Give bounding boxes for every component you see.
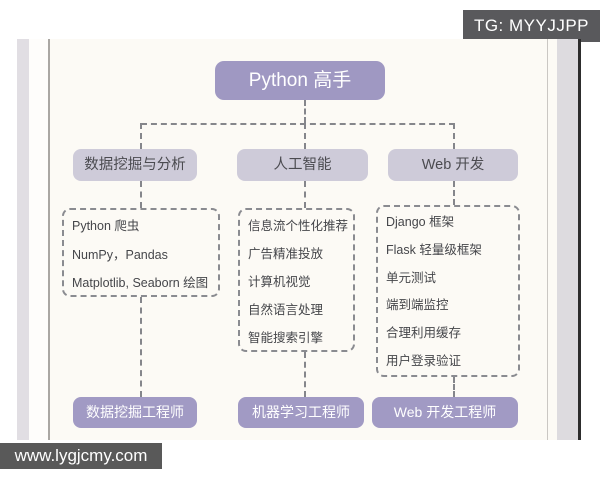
connector-branch3-items bbox=[453, 181, 455, 205]
branch-node-web: Web 开发 bbox=[388, 149, 518, 181]
page-left-margin bbox=[29, 39, 48, 440]
role-node-ml-engineer: 机器学习工程师 bbox=[238, 397, 364, 428]
connector-root-down bbox=[304, 100, 306, 123]
page-right-shadow-band bbox=[557, 39, 578, 440]
list-item: 端到端监控 bbox=[386, 298, 449, 313]
branch-node-ai: 人工智能 bbox=[237, 149, 368, 181]
connector-branch1-items bbox=[140, 181, 142, 208]
list-item: 自然语言处理 bbox=[248, 303, 324, 317]
list-item: 计算机视觉 bbox=[248, 275, 311, 289]
list-item: 信息流个性化推荐 bbox=[248, 219, 349, 233]
list-item: 广告精准投放 bbox=[248, 247, 324, 261]
connector-branch2-items bbox=[304, 181, 306, 208]
role-node-web-engineer: Web 开发工程师 bbox=[372, 397, 518, 428]
list-item: Django 框架 bbox=[386, 215, 455, 229]
branch-node-data-mining: 数据挖掘与分析 bbox=[73, 149, 197, 181]
page-left-border-line bbox=[48, 39, 50, 440]
mindmap-root-node: Python 高手 bbox=[215, 61, 385, 100]
list-item: 用户登录验证 bbox=[386, 353, 462, 368]
connector-items2-role bbox=[304, 352, 306, 397]
page-left-shadow-band bbox=[17, 39, 29, 440]
role-node-data-mining-engineer: 数据挖掘工程师 bbox=[73, 397, 197, 428]
list-item: Matplotlib, Seaborn 绘图 bbox=[72, 276, 209, 290]
connector-branch-horizontal bbox=[141, 123, 455, 125]
list-item: NumPy，Pandas bbox=[72, 247, 168, 262]
list-item: Python 爬虫 bbox=[72, 219, 140, 233]
connector-branch2-down bbox=[304, 123, 306, 149]
telegram-watermark-badge: TG: MYYJJPP bbox=[463, 10, 600, 42]
connector-items3-role bbox=[453, 377, 455, 397]
connector-items1-role bbox=[140, 297, 142, 397]
page-right-dark-edge bbox=[578, 39, 581, 440]
item-list-web: Django 框架 Flask 轻量级框架 单元测试 端到端监控 合理利用缓存 … bbox=[376, 205, 520, 377]
item-list-data-mining: Python 爬虫 NumPy，Pandas Matplotlib, Seabo… bbox=[62, 208, 220, 297]
photographed-page: Python 高手 数据挖掘与分析 人工智能 Web 开发 Python 爬虫 … bbox=[17, 39, 581, 440]
item-list-ai: 信息流个性化推荐 广告精准投放 计算机视觉 自然语言处理 智能搜索引擎 bbox=[238, 208, 355, 352]
page-right-border-line bbox=[547, 39, 548, 440]
connector-branch1-down bbox=[140, 123, 142, 149]
list-item: 单元测试 bbox=[386, 270, 437, 285]
list-item: 合理利用缓存 bbox=[386, 326, 462, 341]
connector-branch3-down bbox=[453, 123, 455, 149]
list-item: 智能搜索引擎 bbox=[248, 331, 324, 345]
website-watermark-badge: www.lygjcmy.com bbox=[0, 443, 162, 469]
list-item: Flask 轻量级框架 bbox=[386, 242, 482, 257]
